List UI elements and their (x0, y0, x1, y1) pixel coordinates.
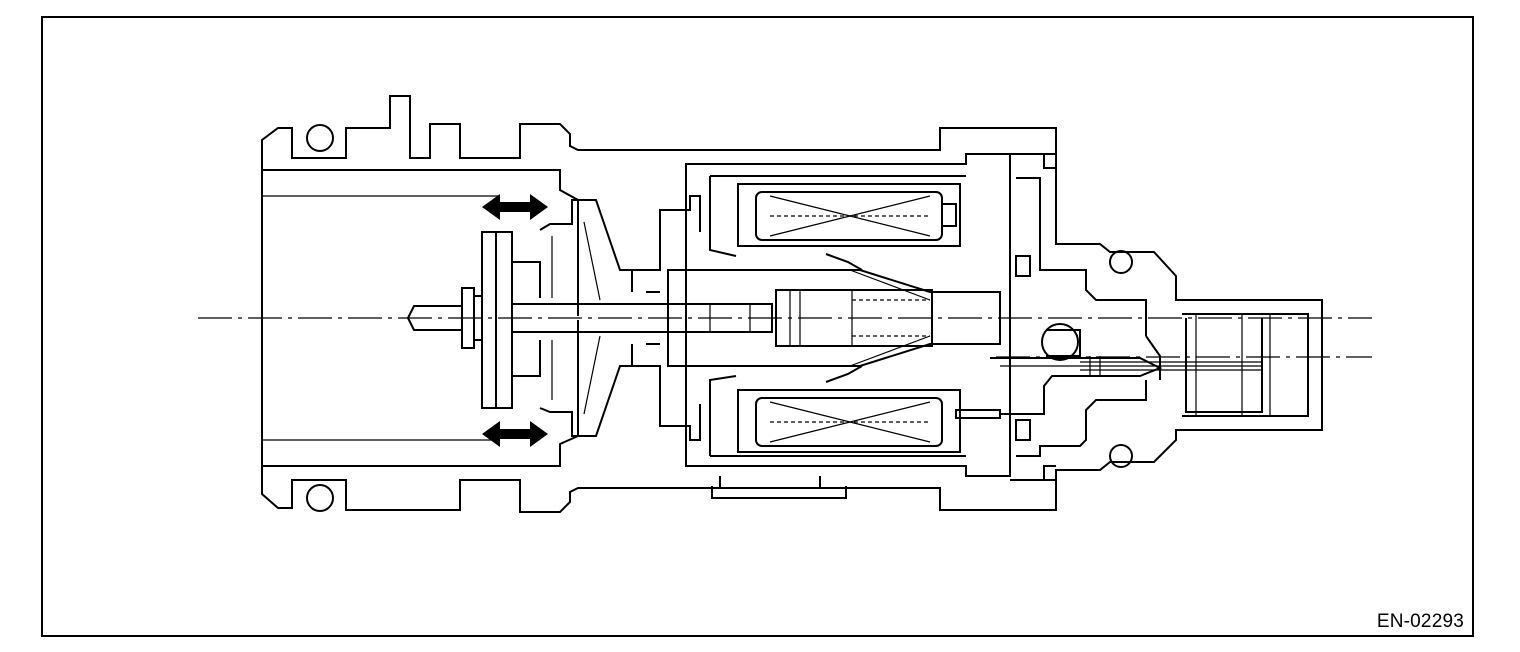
valve-stem (407, 303, 773, 333)
double-arrow-icon (482, 194, 548, 447)
figure-frame (41, 16, 1474, 637)
figure-code: EN-02293 (1376, 611, 1464, 632)
housing-outline (261, 95, 1057, 513)
terminal-pin (990, 356, 1262, 415)
valve-seat (539, 195, 701, 441)
coil-lower (737, 389, 1001, 453)
coil-upper (737, 183, 961, 247)
valve-disc (461, 231, 541, 409)
actuator-housing (685, 153, 1011, 499)
o-rings (306, 124, 1133, 512)
armature (667, 253, 1001, 383)
connector-body (1010, 153, 1323, 481)
